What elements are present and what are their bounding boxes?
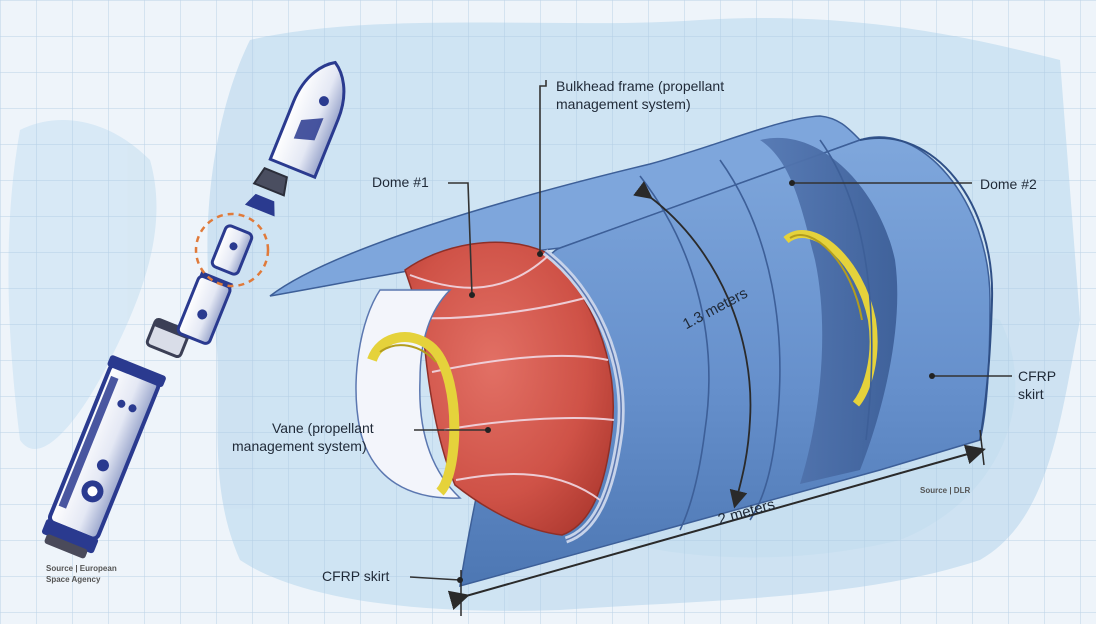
leader-dots	[457, 180, 935, 583]
cfrp-skirt-bottom-label: CFRP skirt	[322, 568, 390, 584]
rocket-second-stage	[176, 270, 233, 345]
rocket-exploded-view	[41, 60, 346, 559]
highlight-circle	[194, 212, 270, 288]
cfrp-skirt-right-label-line2: skirt	[1018, 386, 1044, 402]
source-esa-credit-line2: Space Agency	[46, 575, 101, 584]
vane-label-line2: management system)	[232, 438, 367, 454]
rocket-highlighted-stage	[210, 224, 254, 276]
bulkhead-frame-label-line1: Bulkhead frame (propellant	[556, 78, 725, 94]
length-dimension-arrow	[447, 444, 986, 610]
source-dlr-credit: Source | DLR	[920, 486, 971, 495]
leader-lines	[409, 80, 1012, 581]
rocket-adapter-lower	[244, 193, 275, 217]
tank-assembly	[269, 115, 994, 616]
rocket-adapter-upper	[252, 167, 288, 197]
cfrp-skirt-right-label-line1: CFRP	[1018, 368, 1057, 384]
rocket-fairing	[268, 60, 346, 180]
dome1-label: Dome #1	[372, 174, 429, 190]
rocket-first-stage	[41, 355, 166, 559]
vane-label-line1: Vane (propellant	[272, 420, 374, 436]
dome2-label: Dome #2	[980, 176, 1037, 192]
shell-right-rim	[859, 137, 994, 441]
source-esa-credit-line1: Source | European	[46, 564, 117, 573]
bulkhead-frame-label-line2: management system)	[556, 96, 691, 112]
dome1-meridians	[409, 255, 615, 501]
